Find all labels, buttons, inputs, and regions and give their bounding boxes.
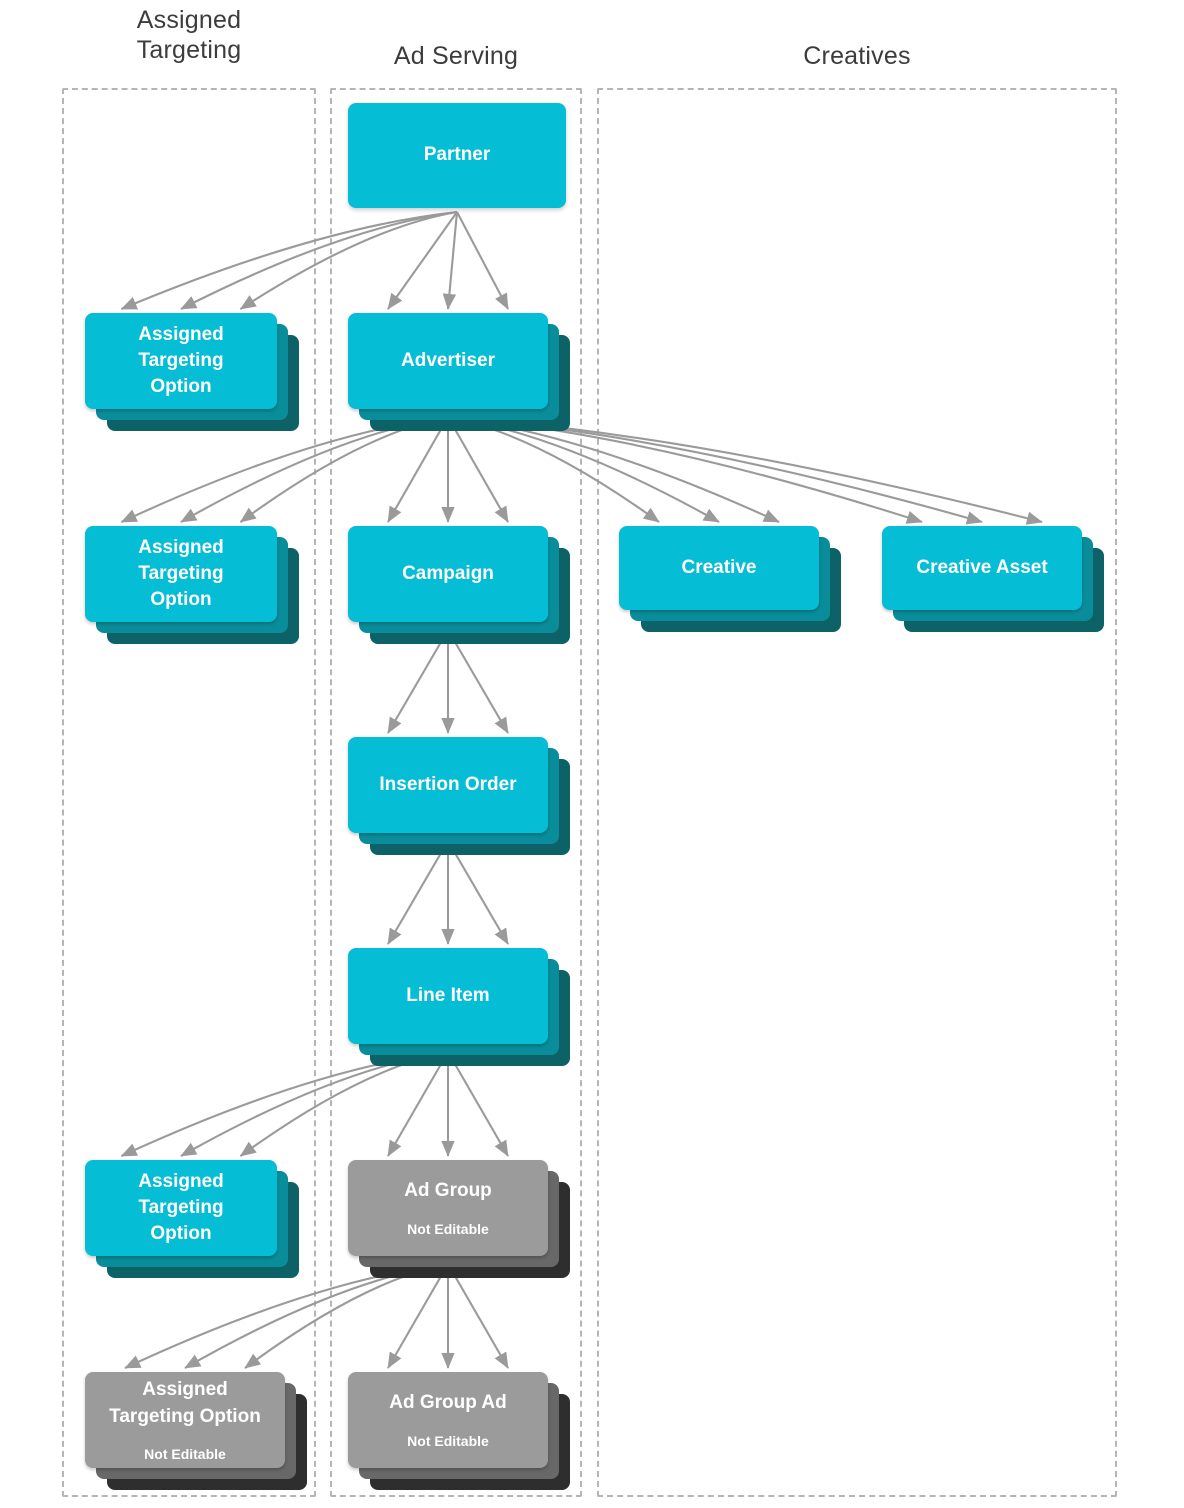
node-face-advertiser[interactable]: Advertiser bbox=[348, 313, 548, 409]
node-ad-group-ad[interactable]: Ad Group Ad Not Editable bbox=[348, 1372, 570, 1490]
node-label-creative: Creative bbox=[681, 556, 757, 578]
node-label-assigned-targeting-option-advertiser: Assigned Targeting Option bbox=[138, 536, 224, 611]
node-face-creative-asset[interactable]: Creative Asset bbox=[882, 526, 1082, 610]
node-label-ad-group-ad: Ad Group Ad bbox=[389, 1392, 507, 1414]
node-assigned-targeting-option-advertiser[interactable]: Assigned Targeting Option bbox=[85, 526, 299, 644]
node-creative[interactable]: Creative bbox=[619, 526, 841, 632]
node-face-insertion-order[interactable]: Insertion Order bbox=[348, 737, 548, 833]
node-partner[interactable]: Partner bbox=[348, 103, 566, 208]
node-face-ad-group-ad[interactable]: Ad Group Ad Not Editable bbox=[348, 1372, 548, 1468]
node-label-ad-group: Ad Group bbox=[404, 1180, 492, 1202]
node-label-assigned-targeting-option-partner: Assigned Targeting Option bbox=[138, 323, 224, 398]
node-label-advertiser: Advertiser bbox=[401, 349, 495, 371]
column-title-creatives: Creatives bbox=[803, 42, 911, 70]
column-container-creatives bbox=[597, 88, 1117, 1497]
node-creative-asset[interactable]: Creative Asset bbox=[882, 526, 1104, 632]
node-insertion-order[interactable]: Insertion Order bbox=[348, 737, 570, 855]
node-sublabel-assigned-targeting-option-adgroup: Not Editable bbox=[144, 1445, 226, 1462]
node-label-line-item: Line Item bbox=[406, 984, 490, 1006]
column-title-ad-serving: Ad Serving bbox=[393, 42, 519, 70]
node-advertiser[interactable]: Advertiser bbox=[348, 313, 570, 431]
node-face-assigned-targeting-option-advertiser[interactable]: Assigned Targeting Option bbox=[85, 526, 277, 622]
node-label-assigned-targeting-option-lineitem: Assigned Targeting Option bbox=[138, 1170, 224, 1245]
node-label-insertion-order: Insertion Order bbox=[379, 773, 517, 795]
column-container-ad-serving bbox=[330, 88, 582, 1497]
node-label-campaign: Campaign bbox=[402, 562, 494, 584]
node-line-item[interactable]: Line Item bbox=[348, 948, 570, 1066]
node-face-line-item[interactable]: Line Item bbox=[348, 948, 548, 1044]
node-label-assigned-targeting-option-adgroup: Assigned Targeting Option bbox=[109, 1379, 261, 1427]
node-sublabel-ad-group-ad: Not Editable bbox=[407, 1432, 489, 1449]
column-title-assigned-targeting: Assigned Targeting bbox=[136, 6, 242, 64]
node-label-creative-asset: Creative Asset bbox=[916, 556, 1048, 578]
node-face-partner[interactable]: Partner bbox=[348, 103, 566, 208]
node-campaign[interactable]: Campaign bbox=[348, 526, 570, 644]
node-face-assigned-targeting-option-partner[interactable]: Assigned Targeting Option bbox=[85, 313, 277, 409]
node-sublabel-ad-group: Not Editable bbox=[407, 1220, 489, 1237]
node-label-partner: Partner bbox=[423, 144, 491, 166]
node-face-assigned-targeting-option-lineitem[interactable]: Assigned Targeting Option bbox=[85, 1160, 277, 1256]
node-assigned-targeting-option-lineitem[interactable]: Assigned Targeting Option bbox=[85, 1160, 299, 1278]
node-assigned-targeting-option-partner[interactable]: Assigned Targeting Option bbox=[85, 313, 299, 431]
column-container-assigned-targeting bbox=[62, 88, 316, 1497]
node-face-campaign[interactable]: Campaign bbox=[348, 526, 548, 622]
node-face-creative[interactable]: Creative bbox=[619, 526, 819, 610]
